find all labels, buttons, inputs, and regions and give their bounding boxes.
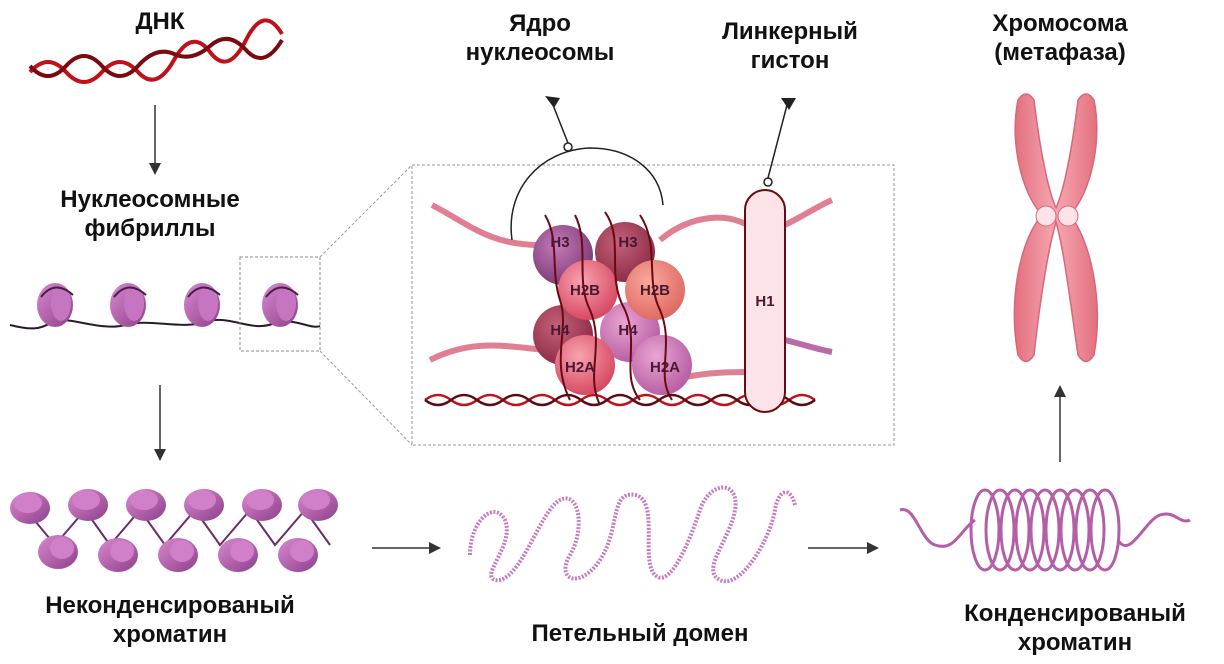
histone-h2b-left-label: H2B <box>570 282 600 299</box>
histone-h2b-right-label: H2B <box>640 282 670 299</box>
pointer-dot <box>764 178 772 186</box>
histone-h2a-right-label: H2A <box>650 359 680 376</box>
chromosome-icon <box>1014 94 1097 362</box>
histone-h2a-left-label: H2A <box>565 359 595 376</box>
nucleosome-icon <box>278 538 318 572</box>
condensed-chromatin-icon <box>900 490 1190 570</box>
loop-domain-icon <box>470 488 795 582</box>
nucleosome-icon <box>110 283 146 327</box>
histone-h3-left-label: H3 <box>550 234 569 251</box>
histone-h3-right-label: H3 <box>618 234 637 251</box>
nucleosome-icon <box>262 283 298 327</box>
nucleosome-fibril-icon <box>10 283 320 328</box>
histone-h4-right-label: H4 <box>618 322 638 339</box>
nucleosome-icon <box>68 489 108 521</box>
nucleosome-icon <box>184 489 224 521</box>
nucleosome-icon <box>158 538 198 572</box>
nucleosome-icon <box>98 538 138 572</box>
pointer-arrow-icon <box>781 98 796 110</box>
dna-helix-icon <box>30 20 282 82</box>
uncondensed-chromatin-icon <box>10 489 338 572</box>
histone-h1-label: H1 <box>755 293 774 310</box>
zoom-connector-bottom <box>320 351 412 445</box>
pointer-dot <box>564 143 572 151</box>
pointer-arrow-icon <box>545 96 560 108</box>
nucleosome-core-pointer <box>553 105 568 143</box>
nucleosome-icon <box>218 538 258 572</box>
nucleosome-icon <box>37 283 73 327</box>
nucleosome-icon <box>10 492 50 524</box>
nucleosome-icon <box>298 489 338 521</box>
nucleosome-icon <box>184 283 220 327</box>
nucleosome-icon <box>38 535 78 569</box>
zoom-connector-top <box>320 165 412 257</box>
nucleosome-icon <box>126 489 166 521</box>
histone-h4-left-label: H4 <box>550 322 570 339</box>
nucleosome-icon <box>242 489 282 521</box>
